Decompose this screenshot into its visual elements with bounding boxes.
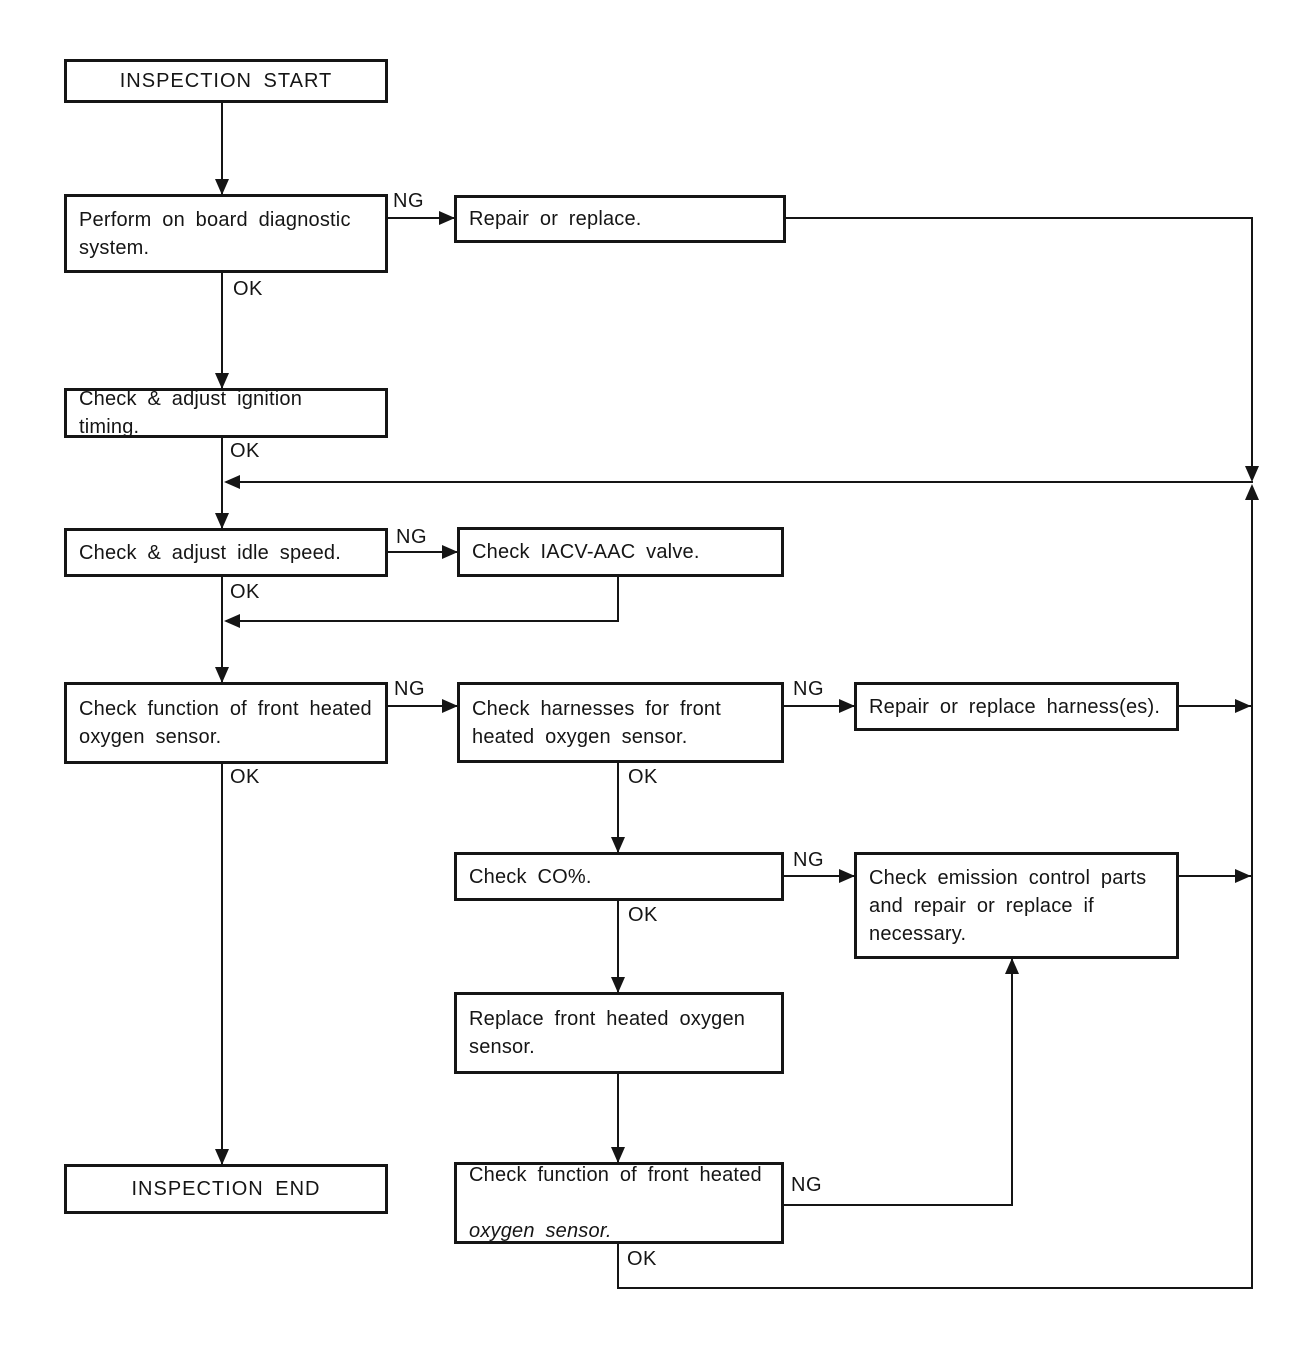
arrowhead-idle-ok [215,667,229,683]
node-check-ignition-timing-label: Check & adjust ignition timing. [79,388,303,438]
node-perform-obd-system-label: Perform on board diagnostic system. [79,208,351,259]
node-check-idle-speed: Check & adjust idle speed. [64,528,388,577]
arrowhead-obd-ok [215,373,229,389]
node-check-ignition-timing: Check & adjust ignition timing. [64,388,388,438]
node-inspection-end-label: INSPECTION END [131,1178,321,1200]
arrowhead-rail-up-into-feedback [1245,484,1259,500]
label-ng-o2func: NG [394,678,425,700]
node-check-co-percent: Check CO%. [454,852,784,901]
line-o2func-ng [388,705,458,707]
label-ok-co: OK [628,904,658,926]
node-check-co-percent-label: Check CO%. [469,865,592,888]
node-check-o2-sensor-function-label: Check function of front heated oxygen se… [79,698,372,748]
line-o2func-ok-to-end [221,763,223,1165]
label-ng-idle: NG [396,526,427,548]
line-bottom-return [617,1287,1253,1289]
label-ok-obd: OK [233,278,263,300]
label-ok-timing: OK [230,440,260,462]
line-feedback-horizontal [226,481,1253,483]
line-idle-ok [221,577,223,683]
line-iacv-down [617,576,619,622]
node-check-iacv-aac-valve-label: Check IACV-AAC valve. [472,541,700,563]
line-harness-ok [617,763,619,853]
node-repair-or-replace-label: Repair or replace. [469,208,642,230]
arrowhead-timing-ok [215,513,229,529]
arrowhead-emission-into-rail [1235,869,1251,883]
node-check-harnesses-label: Check harnesses for front heated oxygen … [472,697,721,748]
arrowhead-o2func-ng [442,699,458,713]
recheck-line1: Check function of front heated [469,1164,762,1186]
line-recheck-ng-vertical [1011,959,1013,1206]
line-emission-out [1179,875,1252,877]
node-check-emission-control-label: Check emission control parts and repair … [869,866,1147,945]
line-start-to-obd [221,102,223,195]
recheck-line2-italic: oxygen sensor. [469,1220,612,1242]
arrowhead-co-ng [839,869,855,883]
label-ok-idle: OK [230,581,260,603]
node-replace-o2-sensor-label: Replace front heated oxygen sensor. [469,1008,746,1058]
arrowhead-feedback-into-main [224,475,240,489]
line-repair2-out [1179,705,1252,707]
arrowhead-idle-ng [442,545,458,559]
node-perform-obd-system: Perform on board diagnostic system. [64,194,388,273]
label-ok-o2func: OK [230,766,260,788]
node-inspection-end: INSPECTION END [64,1164,388,1214]
label-ng-co: NG [793,849,824,871]
line-obd-ok [221,272,223,389]
line-obd-ng [388,217,455,219]
line-recheck-ng-horizontal [784,1204,1013,1206]
node-repair-replace-harness: Repair or replace harness(es). [854,682,1179,731]
node-repair-replace-harness-label: Repair or replace harness(es). [869,695,1161,718]
node-check-idle-speed-label: Check & adjust idle speed. [79,541,342,564]
node-recheck-o2-sensor-function-label: Check function of front heated oxygen se… [469,1133,762,1273]
node-check-harnesses: Check harnesses for front heated oxygen … [457,682,784,763]
label-ok-harness: OK [628,766,658,788]
node-replace-o2-sensor: Replace front heated oxygen sensor. [454,992,784,1074]
arrowhead-repair2-into-rail [1235,699,1251,713]
line-harness-ng [784,705,855,707]
arrowhead-harness-ng [839,699,855,713]
label-ng-harness: NG [793,678,824,700]
label-ng-recheck: NG [791,1174,822,1196]
line-replace-down [617,1074,619,1163]
arrowhead-into-end [215,1149,229,1165]
label-ok-recheck: OK [627,1248,657,1270]
arrowhead-start-to-obd [215,179,229,195]
line-repair1-out [785,217,1253,219]
line-co-ng [784,875,855,877]
arrowhead-into-recheck [611,1147,625,1163]
arrowhead-obd-ng [439,211,455,225]
arrowhead-iacv-return [224,614,240,628]
node-inspection-start: INSPECTION START [64,59,388,103]
arrowhead-co-ok [611,977,625,993]
node-inspection-start-label: INSPECTION START [119,70,333,92]
line-idle-ng [388,551,458,553]
line-timing-ok [221,437,223,529]
arrowhead-harness-ok [611,837,625,853]
arrowhead-rail-into-feedback [1245,466,1259,482]
line-iacv-return [226,620,619,622]
node-check-emission-control: Check emission control parts and repair … [854,852,1179,959]
node-check-iacv-aac-valve: Check IACV-AAC valve. [457,527,784,577]
line-co-ok [617,901,619,993]
line-right-rail-lower [1251,497,1253,1289]
line-recheck-ok-down [617,1244,619,1289]
line-right-rail-upper [1251,217,1253,469]
node-recheck-o2-sensor-function: Check function of front heated oxygen se… [454,1162,784,1244]
node-check-o2-sensor-function: Check function of front heated oxygen se… [64,682,388,764]
label-ng-obd: NG [393,190,424,212]
node-repair-or-replace: Repair or replace. [454,195,786,243]
arrowhead-recheck-ng-into-emission [1005,958,1019,974]
